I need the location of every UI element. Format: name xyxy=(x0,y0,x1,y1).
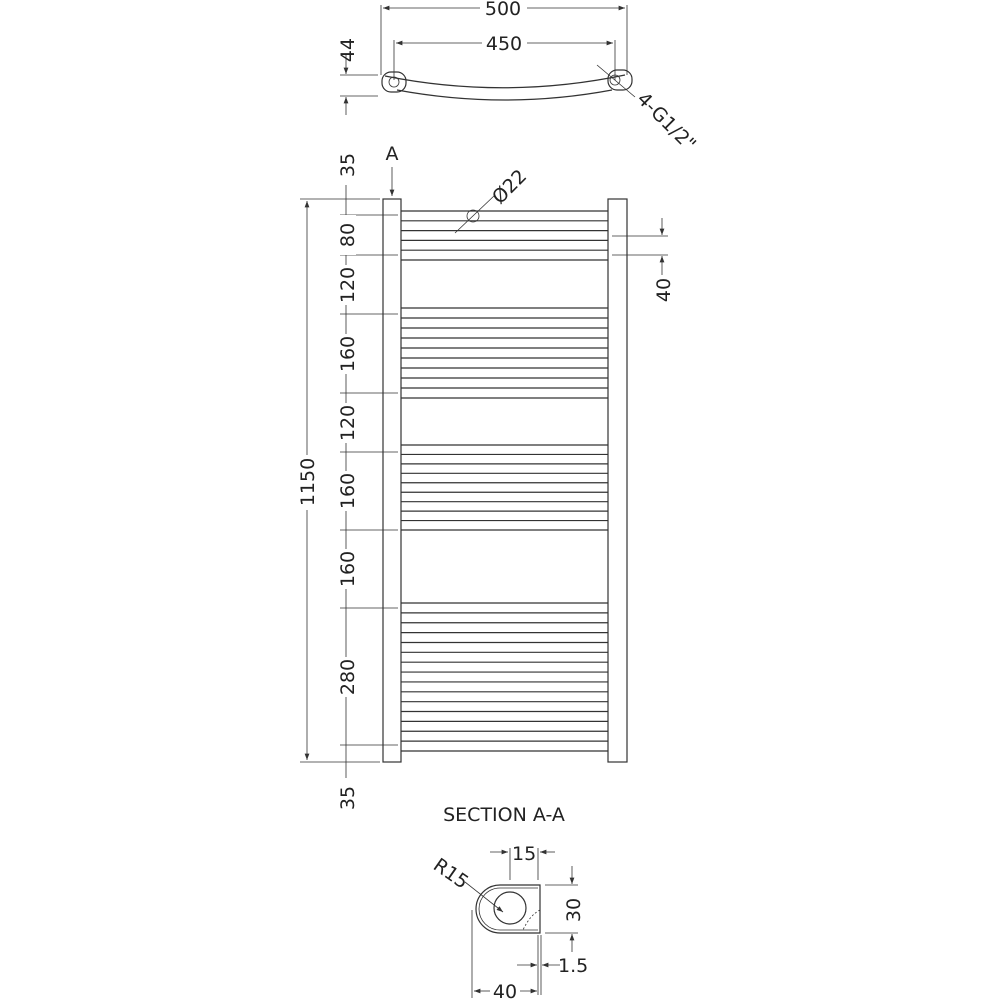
vertical-dim-label: 160 xyxy=(337,473,359,509)
dim-40-right: 40 xyxy=(653,278,675,302)
dim-40-section: 40 xyxy=(493,981,517,1000)
vertical-dim-label: 160 xyxy=(337,336,359,372)
vertical-dim-label: 120 xyxy=(337,405,359,441)
label-background xyxy=(338,471,356,511)
right-rail xyxy=(607,198,628,763)
top-view: 500 450 4-G1/2" 44 xyxy=(337,0,700,156)
vertical-dim-label: 35 xyxy=(337,786,359,810)
section-title: SECTION A-A xyxy=(443,804,565,826)
tube-diameter-label: Ø22 xyxy=(488,165,531,208)
left-rail xyxy=(382,198,402,763)
tube-bank xyxy=(401,210,608,752)
label-background xyxy=(338,549,356,589)
label-background xyxy=(338,334,356,374)
label-background xyxy=(338,145,356,185)
connection-label: 4-G1/2" xyxy=(632,88,700,156)
front-view: A Ø22 1150 35 80 120 160 120 160 160 280 35 40 xyxy=(297,143,675,818)
label-background xyxy=(338,265,356,305)
label-background xyxy=(338,657,356,697)
dim-1-5: 1.5 xyxy=(558,955,588,977)
section-marker-a: A xyxy=(386,143,399,165)
dim-500: 500 xyxy=(485,0,521,20)
vertical-dim-label: 35 xyxy=(337,153,359,177)
vertical-dim-label: 80 xyxy=(337,223,359,247)
label-background xyxy=(338,215,356,255)
dim-44: 44 xyxy=(337,38,359,62)
dim-15: 15 xyxy=(512,843,536,865)
section-a-a: SECTION A-A 15 R15 30 1.5 40 xyxy=(429,804,588,1000)
dim-450: 450 xyxy=(486,33,522,55)
dim-30: 30 xyxy=(563,898,585,922)
vertical-dim-label: 120 xyxy=(337,267,359,303)
radius-label: R15 xyxy=(429,854,472,893)
label-background xyxy=(338,778,356,818)
vertical-dim-label: 280 xyxy=(337,659,359,695)
dim-1150: 1150 xyxy=(297,458,319,506)
vertical-dim-label: 160 xyxy=(337,551,359,587)
label-background xyxy=(338,403,356,443)
